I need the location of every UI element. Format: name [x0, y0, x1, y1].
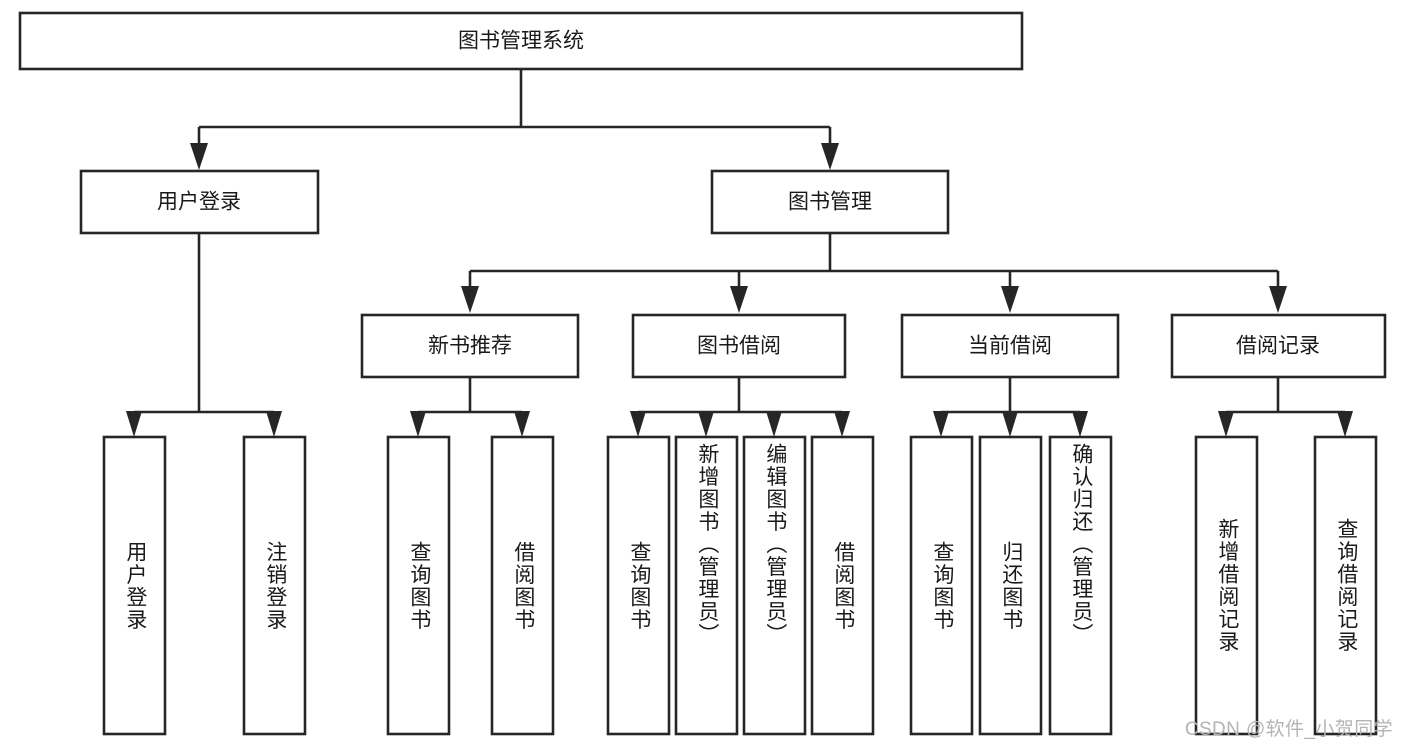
node-new-book-recommend[interactable] — [360, 313, 580, 379]
arrowhead-leaf-edit-book — [766, 411, 782, 437]
node-root[interactable] — [18, 11, 1024, 71]
arrowhead-leaf-borrow-book-2 — [834, 411, 850, 437]
node-current-borrow-label: 当前借阅 — [968, 335, 1052, 358]
node-book-borrow[interactable] — [631, 313, 847, 379]
arrowhead-leaf-query-record — [1337, 411, 1353, 437]
connector-layer — [126, 69, 1353, 437]
node-book-manage-label: 图书管理 — [788, 191, 872, 214]
node-layer: 图书管理系统 用户登录 图书管理 新书推荐 图书借阅 当前借阅 借阅记录 — [18, 11, 1387, 736]
arrowhead-leaf-confirm-return — [1072, 411, 1088, 437]
node-user-login-label: 用户登录 — [157, 191, 241, 214]
arrowhead-leaf-query-book-1 — [410, 411, 426, 437]
node-leaf-query-record[interactable] — [1313, 435, 1378, 736]
node-leaf-edit-book[interactable] — [742, 435, 807, 736]
node-leaf-borrow-book-2[interactable] — [810, 435, 875, 736]
node-leaf-add-record[interactable] — [1194, 435, 1259, 736]
node-borrow-record-label: 借阅记录 — [1236, 335, 1320, 358]
node-book-manage[interactable] — [710, 169, 950, 235]
node-current-borrow[interactable] — [900, 313, 1120, 379]
watermark-text: CSDN @软件_小贺同学 — [1184, 719, 1393, 740]
arrowhead-leaf-user-logout — [266, 411, 282, 437]
node-leaf-query-book-1[interactable] — [386, 435, 451, 736]
arrowhead-leaf-query-book-2 — [630, 411, 646, 437]
node-leaf-add-book[interactable] — [674, 435, 739, 736]
arrowhead-leaf-user-login — [126, 411, 142, 437]
arrowhead-leaf-return-book — [1002, 411, 1018, 437]
node-leaf-return-book[interactable] — [978, 435, 1043, 736]
arrowhead-user-login — [190, 143, 208, 170]
arrowhead-recommend — [461, 286, 479, 313]
node-user-login[interactable] — [79, 169, 320, 235]
node-leaf-query-book-2[interactable] — [606, 435, 671, 736]
node-leaf-query-book-3[interactable] — [909, 435, 974, 736]
node-borrow-record[interactable] — [1170, 313, 1387, 379]
arrowhead-leaf-borrow-book-1 — [514, 411, 530, 437]
arrowhead-borrow — [730, 286, 748, 313]
arrowhead-record — [1269, 286, 1287, 313]
arrowhead-current — [1001, 286, 1019, 313]
arrowhead-leaf-add-book — [698, 411, 714, 437]
node-leaf-user-logout[interactable] — [242, 435, 307, 736]
arrowhead-book-manage — [821, 143, 839, 170]
node-leaf-borrow-book-1[interactable] — [490, 435, 555, 736]
node-leaf-confirm-return[interactable] — [1048, 435, 1113, 736]
arrowhead-leaf-add-record — [1218, 411, 1234, 437]
node-root-label: 图书管理系统 — [458, 30, 584, 53]
node-book-borrow-label: 图书借阅 — [697, 335, 781, 358]
node-new-book-recommend-label: 新书推荐 — [428, 335, 512, 358]
node-leaf-user-login[interactable] — [102, 435, 167, 736]
arrowhead-leaf-query-book-3 — [933, 411, 949, 437]
